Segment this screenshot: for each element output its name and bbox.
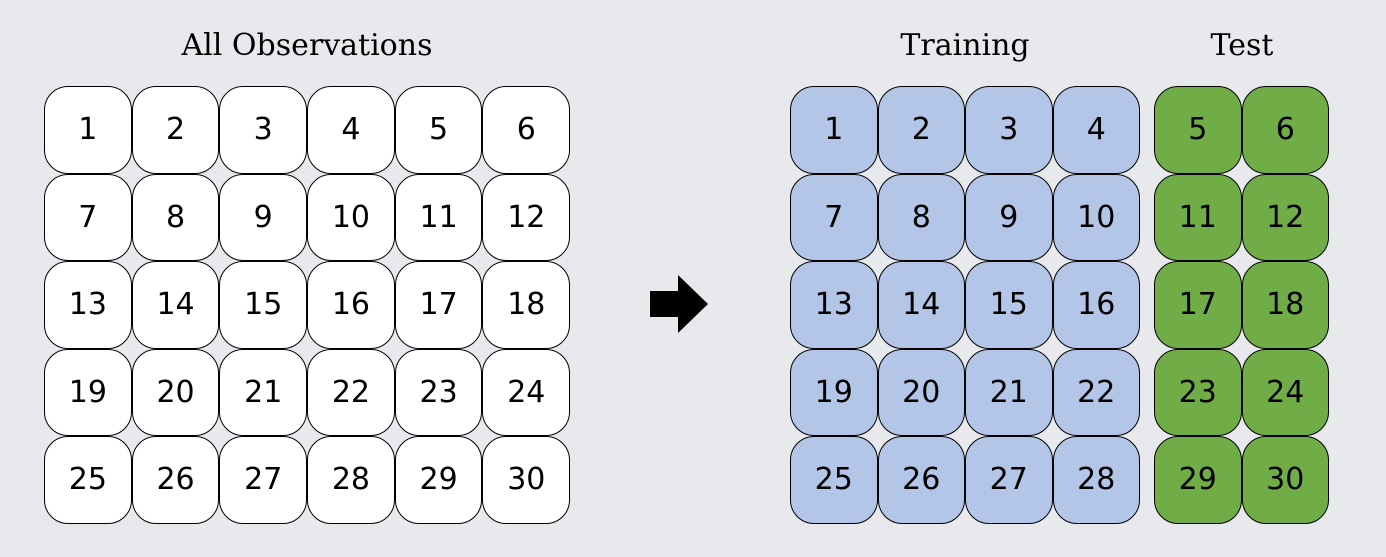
test-observation-cell: 12 bbox=[1241, 173, 1329, 261]
observation-cell: 14 bbox=[131, 261, 220, 349]
training-observation-cell: 13 bbox=[790, 261, 878, 349]
training-observation-cell: 19 bbox=[790, 348, 878, 436]
test-observation-cell: 6 bbox=[1241, 86, 1329, 174]
test-observation-cell: 23 bbox=[1154, 348, 1242, 436]
training-observation-cell: 2 bbox=[877, 86, 965, 174]
test-title: Test bbox=[1210, 28, 1274, 63]
training-observation-cell: 27 bbox=[965, 436, 1053, 524]
observation-cell: 23 bbox=[394, 348, 483, 436]
observation-cell: 10 bbox=[307, 173, 395, 261]
test-observation-cell: 29 bbox=[1154, 436, 1242, 524]
observation-cell: 30 bbox=[482, 436, 571, 524]
observation-cell: 21 bbox=[219, 348, 308, 436]
observation-cell: 9 bbox=[219, 173, 308, 261]
training-title: Training bbox=[900, 28, 1030, 63]
observation-cell: 19 bbox=[44, 348, 132, 436]
right-arrow-icon bbox=[650, 275, 708, 333]
observation-cell: 24 bbox=[482, 348, 571, 436]
training-observation-cell: 10 bbox=[1052, 173, 1140, 261]
observation-cell: 29 bbox=[394, 436, 483, 524]
training-observation-cell: 9 bbox=[965, 173, 1053, 261]
test-observation-cell: 17 bbox=[1154, 261, 1242, 349]
test-observation-cell: 5 bbox=[1154, 86, 1242, 174]
observation-cell: 26 bbox=[131, 436, 220, 524]
training-observation-cell: 20 bbox=[877, 348, 965, 436]
test-observation-cell: 18 bbox=[1241, 261, 1329, 349]
test-observation-cell: 24 bbox=[1241, 348, 1329, 436]
observation-cell: 5 bbox=[394, 86, 483, 174]
training-observation-cell: 25 bbox=[790, 436, 878, 524]
observation-cell: 7 bbox=[44, 173, 132, 261]
observation-cell: 28 bbox=[307, 436, 395, 524]
observation-cell: 8 bbox=[131, 173, 220, 261]
observation-cell: 15 bbox=[219, 261, 308, 349]
observation-cell: 17 bbox=[394, 261, 483, 349]
training-observation-cell: 7 bbox=[790, 173, 878, 261]
training-observation-cell: 21 bbox=[965, 348, 1053, 436]
training-observation-cell: 8 bbox=[877, 173, 965, 261]
observation-cell: 2 bbox=[131, 86, 220, 174]
observation-cell: 12 bbox=[482, 173, 571, 261]
training-observation-cell: 16 bbox=[1052, 261, 1140, 349]
observation-cell: 18 bbox=[482, 261, 571, 349]
test-observation-cell: 11 bbox=[1154, 173, 1242, 261]
observation-cell: 20 bbox=[131, 348, 220, 436]
test-observation-cell: 30 bbox=[1241, 436, 1329, 524]
training-observation-cell: 14 bbox=[877, 261, 965, 349]
observation-cell: 1 bbox=[44, 86, 132, 174]
training-observation-cell: 15 bbox=[965, 261, 1053, 349]
observation-cell: 16 bbox=[307, 261, 395, 349]
training-observation-cell: 4 bbox=[1052, 86, 1140, 174]
observation-cell: 25 bbox=[44, 436, 132, 524]
training-observation-cell: 28 bbox=[1052, 436, 1140, 524]
observation-cell: 13 bbox=[44, 261, 132, 349]
observation-cell: 4 bbox=[307, 86, 395, 174]
training-observation-cell: 1 bbox=[790, 86, 878, 174]
observation-cell: 27 bbox=[219, 436, 308, 524]
training-observation-cell: 26 bbox=[877, 436, 965, 524]
training-observation-cell: 3 bbox=[965, 86, 1053, 174]
training-observation-cell: 22 bbox=[1052, 348, 1140, 436]
observation-cell: 3 bbox=[219, 86, 308, 174]
observation-cell: 11 bbox=[394, 173, 483, 261]
all-observations-title: All Observations bbox=[181, 28, 433, 63]
observation-cell: 22 bbox=[307, 348, 395, 436]
observation-cell: 6 bbox=[482, 86, 571, 174]
